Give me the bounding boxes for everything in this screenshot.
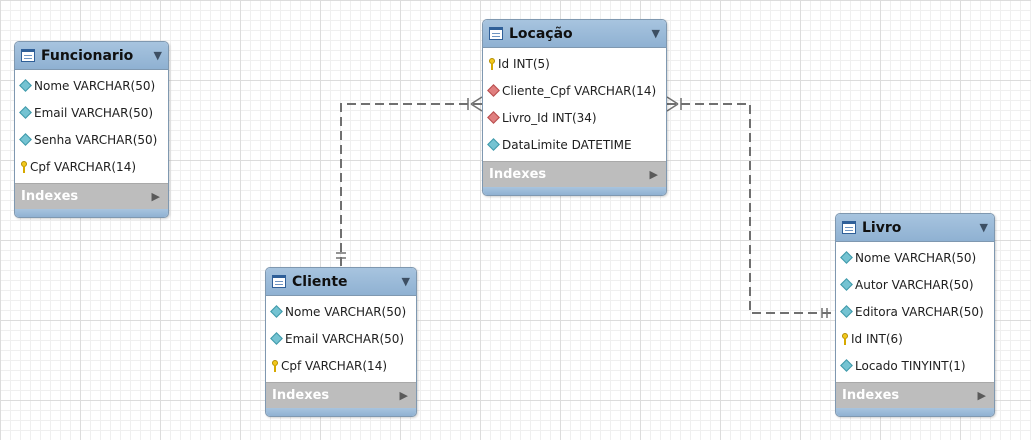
collapse-arrow-icon[interactable]: ▼ [651, 27, 660, 40]
many-marker-locacao-right [666, 96, 682, 112]
indexes-section[interactable]: Indexes ▶ [266, 382, 416, 408]
table-icon [21, 49, 35, 62]
expand-arrow-icon[interactable]: ▶ [977, 389, 986, 402]
attribute-diamond-icon [840, 359, 853, 372]
one-mandatory-marker-livro [821, 308, 828, 318]
column-row[interactable]: Locado TINYINT(1) [836, 352, 994, 379]
column-text: Cpf VARCHAR(14) [281, 358, 388, 373]
attribute-diamond-icon [19, 79, 32, 92]
column-row[interactable]: Nome VARCHAR(50) [266, 298, 416, 325]
column-row[interactable]: Cliente_Cpf VARCHAR(14) [483, 77, 666, 104]
entity-locacao[interactable]: Locação ▼ Id INT(5) Cliente_Cpf VARCHAR(… [482, 19, 667, 196]
column-row[interactable]: Nome VARCHAR(50) [836, 244, 994, 271]
relationship-cliente-locacao[interactable] [336, 96, 483, 266]
column-text: Id INT(6) [851, 331, 903, 346]
entity-header[interactable]: Funcionario ▼ [15, 42, 168, 70]
foreign-key-diamond-icon [487, 111, 500, 124]
table-icon [272, 275, 286, 288]
column-text: Cliente_Cpf VARCHAR(14) [502, 83, 657, 98]
entity-livro[interactable]: Livro ▼ Nome VARCHAR(50) Autor VARCHAR(5… [835, 213, 995, 417]
table-icon [842, 221, 856, 234]
indexes-label: Indexes [489, 167, 547, 182]
column-text: Senha VARCHAR(50) [34, 132, 158, 147]
connector-line-cliente-locacao [340, 103, 482, 266]
indexes-section[interactable]: Indexes ▶ [15, 183, 168, 209]
primary-key-icon [21, 160, 27, 173]
indexes-section[interactable]: Indexes ▶ [836, 382, 994, 408]
attribute-diamond-icon [19, 133, 32, 146]
indexes-label: Indexes [272, 388, 330, 403]
column-text: Locado TINYINT(1) [855, 358, 966, 373]
many-marker-locacao [467, 96, 483, 112]
entity-header[interactable]: Locação ▼ [483, 20, 666, 48]
entity-title: Livro [862, 219, 902, 236]
collapse-arrow-icon[interactable]: ▼ [979, 221, 988, 234]
entity-title: Locação [509, 25, 573, 42]
column-row[interactable]: Autor VARCHAR(50) [836, 271, 994, 298]
primary-key-icon [842, 332, 848, 345]
attribute-diamond-icon [840, 251, 853, 264]
entity-title: Cliente [292, 273, 348, 290]
entity-header[interactable]: Livro ▼ [836, 214, 994, 242]
attribute-diamond-icon [270, 332, 283, 345]
column-row[interactable]: Editora VARCHAR(50) [836, 298, 994, 325]
collapse-arrow-icon[interactable]: ▼ [401, 275, 410, 288]
column-list: Id INT(5) Cliente_Cpf VARCHAR(14) Livro_… [483, 48, 666, 161]
column-list: Nome VARCHAR(50) Email VARCHAR(50) Cpf V… [266, 296, 416, 382]
attribute-diamond-icon [270, 305, 283, 318]
primary-key-icon [272, 359, 278, 372]
entity-footer [266, 408, 416, 416]
column-row[interactable]: Id INT(6) [836, 325, 994, 352]
entity-title: Funcionario [41, 47, 134, 64]
indexes-section[interactable]: Indexes ▶ [483, 161, 666, 187]
attribute-diamond-icon [19, 106, 32, 119]
column-text: Email VARCHAR(50) [285, 331, 405, 346]
column-row[interactable]: Cpf VARCHAR(14) [15, 153, 168, 180]
column-row[interactable]: Email VARCHAR(50) [15, 99, 168, 126]
entity-cliente[interactable]: Cliente ▼ Nome VARCHAR(50) Email VARCHAR… [265, 267, 417, 417]
column-text: Nome VARCHAR(50) [855, 250, 977, 265]
expand-arrow-icon[interactable]: ▶ [649, 168, 658, 181]
column-row[interactable]: Email VARCHAR(50) [266, 325, 416, 352]
collapse-arrow-icon[interactable]: ▼ [153, 49, 162, 62]
column-text: DataLimite DATETIME [502, 137, 632, 152]
entity-header[interactable]: Cliente ▼ [266, 268, 416, 296]
connector-line-livro-locacao [667, 103, 835, 314]
column-text: Nome VARCHAR(50) [285, 304, 407, 319]
entity-funcionario[interactable]: Funcionario ▼ Nome VARCHAR(50) Email VAR… [14, 41, 169, 218]
column-text: Autor VARCHAR(50) [855, 277, 974, 292]
attribute-diamond-icon [840, 278, 853, 291]
entity-footer [836, 408, 994, 416]
column-row[interactable]: Nome VARCHAR(50) [15, 72, 168, 99]
foreign-key-diamond-icon [487, 84, 500, 97]
expand-arrow-icon[interactable]: ▶ [399, 389, 408, 402]
indexes-label: Indexes [21, 189, 79, 204]
column-row[interactable]: Livro_Id INT(34) [483, 104, 666, 131]
column-list: Nome VARCHAR(50) Email VARCHAR(50) Senha… [15, 70, 168, 183]
column-text: Livro_Id INT(34) [502, 110, 597, 125]
indexes-label: Indexes [842, 388, 900, 403]
one-mandatory-marker-cliente [336, 252, 346, 259]
column-text: Email VARCHAR(50) [34, 105, 154, 120]
column-text: Cpf VARCHAR(14) [30, 159, 137, 174]
column-text: Nome VARCHAR(50) [34, 78, 156, 93]
attribute-diamond-icon [840, 305, 853, 318]
column-row[interactable]: Cpf VARCHAR(14) [266, 352, 416, 379]
expand-arrow-icon[interactable]: ▶ [151, 190, 160, 203]
column-row[interactable]: DataLimite DATETIME [483, 131, 666, 158]
table-icon [489, 27, 503, 40]
relationship-livro-locacao[interactable] [666, 96, 835, 318]
attribute-diamond-icon [487, 138, 500, 151]
primary-key-icon [489, 57, 495, 70]
entity-footer [483, 187, 666, 195]
column-row[interactable]: Id INT(5) [483, 50, 666, 77]
column-row[interactable]: Senha VARCHAR(50) [15, 126, 168, 153]
column-text: Editora VARCHAR(50) [855, 304, 984, 319]
entity-footer [15, 209, 168, 217]
column-text: Id INT(5) [498, 56, 550, 71]
column-list: Nome VARCHAR(50) Autor VARCHAR(50) Edito… [836, 242, 994, 382]
